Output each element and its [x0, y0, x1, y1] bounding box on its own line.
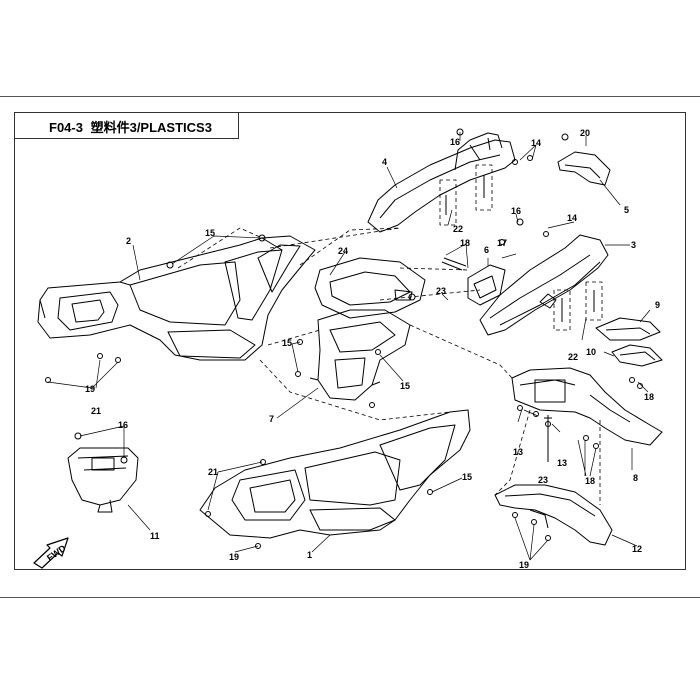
callout-15d: 15 — [462, 472, 472, 482]
callout-13a: 13 — [513, 447, 523, 457]
part-lower-mudguard — [494, 484, 613, 546]
callout-16a: 16 — [450, 137, 460, 147]
callout-19c: 19 — [519, 560, 529, 570]
fastener-group — [45, 128, 643, 549]
callout-24: 24 — [338, 246, 348, 256]
callout-17: 17 — [497, 238, 507, 248]
diagram-frame — [14, 112, 686, 570]
callout-16c: 16 — [118, 420, 128, 430]
callout-labels: 1 2 3 4 5 6 7 8 9 10 11 12 13 13 14 14 1… — [85, 128, 660, 570]
part-storage-bin — [67, 447, 139, 513]
callout-22b: 22 — [568, 352, 578, 362]
fwd-arrow-icon — [33, 537, 69, 569]
part-rear-fender — [511, 367, 663, 446]
part-center-bracket — [441, 257, 506, 306]
callout-7: 7 — [269, 414, 274, 424]
callout-2: 2 — [126, 236, 131, 246]
callout-23b: 23 — [538, 475, 548, 485]
diagram-name: 塑料件3/PLASTICS3 — [90, 120, 212, 135]
callout-15a: 15 — [205, 228, 215, 238]
diagram-code: F04-3 — [49, 120, 83, 135]
callout-19b: 19 — [229, 552, 239, 562]
callout-14a: 14 — [531, 138, 541, 148]
callout-4: 4 — [382, 157, 387, 167]
callout-15c: 15 — [400, 381, 410, 391]
part-top-right-bracket — [557, 151, 611, 186]
callout-6: 6 — [484, 245, 489, 255]
part-left-side-panel — [37, 235, 316, 361]
callout-19a: 19 — [85, 384, 95, 394]
part-small-cover — [595, 317, 663, 367]
callout-18b: 18 — [644, 392, 654, 402]
callout-15b: 15 — [282, 338, 292, 348]
assembly-guide-lines — [177, 164, 603, 505]
callout-21b: 21 — [208, 467, 218, 477]
callout-20: 20 — [580, 128, 590, 138]
callout-8: 8 — [633, 473, 638, 483]
page-top-rule — [0, 96, 700, 97]
part-upper-rail — [367, 132, 516, 233]
diagram-title: F04-3 塑料件3/PLASTICS3 — [49, 117, 216, 136]
part-center-tray — [314, 257, 426, 319]
callout-1: 1 — [307, 550, 312, 560]
callout-10: 10 — [586, 347, 596, 357]
part-lower-side-panel — [199, 409, 471, 539]
callout-9: 9 — [655, 300, 660, 310]
title-box — [14, 112, 239, 139]
callout-12: 12 — [632, 544, 642, 554]
page-bottom-rule — [0, 597, 700, 598]
leader-lines — [47, 132, 651, 561]
part-right-side-rail — [479, 234, 609, 336]
callout-11: 11 — [150, 531, 160, 541]
callout-14b: 14 — [567, 213, 577, 223]
part-rear-holder — [309, 309, 411, 401]
callout-16b: 16 — [511, 206, 521, 216]
callout-5: 5 — [624, 205, 629, 215]
callout-21a: 21 — [91, 406, 101, 416]
callout-22a: 22 — [453, 224, 463, 234]
callout-13b: 13 — [557, 458, 567, 468]
callout-23a: 23 — [436, 286, 446, 296]
callout-18c: 18 — [585, 476, 595, 486]
callout-3: 3 — [631, 240, 636, 250]
callout-18a: 18 — [460, 238, 470, 248]
